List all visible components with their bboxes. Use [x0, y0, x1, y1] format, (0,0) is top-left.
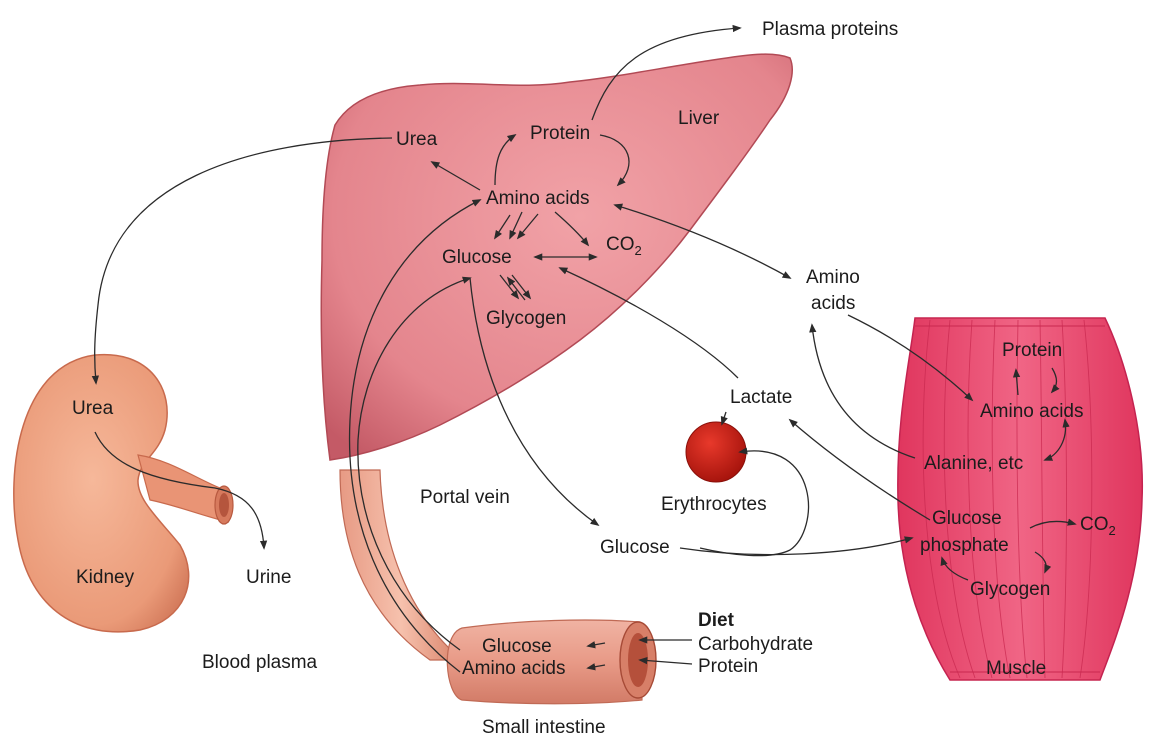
erythrocytes-label: Erythrocytes [661, 494, 767, 515]
lactate-label: Lactate [730, 387, 792, 408]
blood-amino-line1-label: Amino [806, 267, 860, 288]
liver-protein-label: Protein [530, 123, 590, 144]
liver-glycogen-label: Glycogen [486, 308, 566, 329]
flow-arrows [91, 24, 1077, 673]
muscle-glycogen-label: Glycogen [970, 579, 1050, 600]
erythrocyte-cell [685, 421, 747, 483]
liver-urea-label: Urea [396, 129, 438, 150]
muscle-tendon-top [915, 317, 1105, 327]
blood-glucose-label: Glucose [600, 537, 670, 558]
diet-protein-label: Protein [698, 656, 758, 677]
intestine-amino-acids-label: Amino acids [462, 658, 566, 679]
muscle-tendon-bottom [950, 671, 1100, 681]
plasma-proteins-label: Plasma proteins [762, 19, 898, 40]
muscle-label: Muscle [986, 658, 1046, 679]
muscle-co2-sub: 2 [1109, 523, 1116, 538]
kidney-label: Kidney [76, 567, 135, 588]
muscle-protein-label: Protein [1002, 340, 1062, 361]
urine-label: Urine [246, 567, 291, 588]
portal-vein-label: Portal vein [420, 487, 510, 508]
muscle-glucose-line1-label: Glucose [932, 508, 1002, 529]
liver-co2-sub: 2 [635, 243, 642, 258]
liver-co2-main: CO [606, 234, 635, 255]
liver-label: Liver [678, 108, 720, 129]
blood-plasma-label: Blood plasma [202, 652, 318, 673]
ureter-lumen [219, 493, 229, 517]
diet-carbohydrate-label: Carbohydrate [698, 634, 813, 655]
small-intestine-shape [446, 619, 643, 705]
intestine-glucose-label: Glucose [482, 636, 552, 657]
intestine-lumen [628, 633, 648, 687]
small-intestine-label: Small intestine [482, 717, 606, 738]
muscle-co2-main: CO [1080, 514, 1109, 535]
kidney-urea-label: Urea [72, 398, 114, 419]
liver-amino-acids-label: Amino acids [486, 188, 590, 209]
liver-co2-label: CO2 [606, 234, 642, 258]
muscle-alanine-label: Alanine, etc [924, 453, 1023, 474]
muscle-glucose-line2-label: phosphate [920, 535, 1009, 556]
muscle-fibers [922, 319, 1093, 679]
diet-title: Diet [698, 610, 735, 631]
kidney-shape [13, 353, 190, 633]
muscle-amino-acids-label: Amino acids [980, 401, 1084, 422]
blood-amino-line2-label: acids [811, 293, 855, 314]
liver-glucose-label: Glucose [442, 247, 512, 268]
muscle-co2-label: CO2 [1080, 514, 1116, 538]
muscle-shape [897, 317, 1144, 681]
